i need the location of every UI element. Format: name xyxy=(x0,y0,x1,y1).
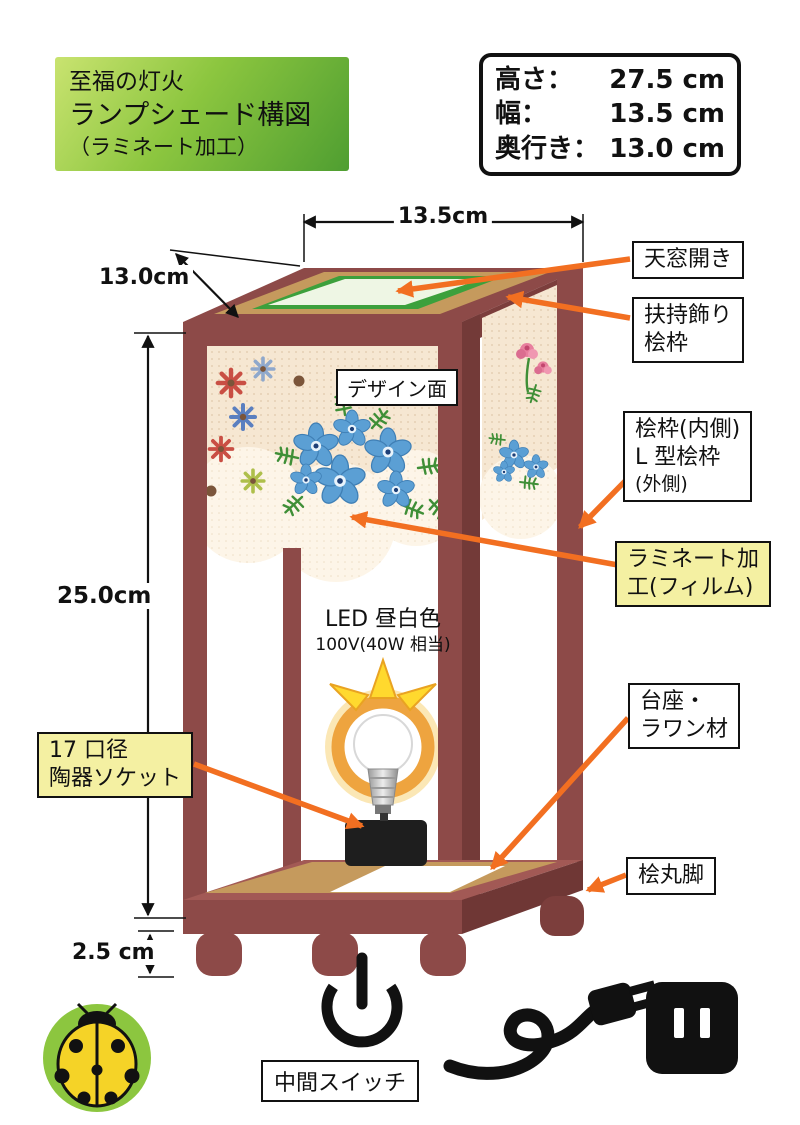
callout-laminate-line2: 工(フィルム) xyxy=(627,575,754,601)
callout-socket-line2: 陶器ソケット xyxy=(49,766,182,792)
led-spec-label: LED 昼白色 100V(40W 相当) xyxy=(315,606,450,656)
feet xyxy=(196,896,584,976)
spec-row-width: 幅： 13.5 cm xyxy=(495,97,725,131)
spec-value: 27.5 cm xyxy=(609,65,725,95)
callout-top-window: 天窓開き xyxy=(632,241,745,280)
callout-foot: 桧丸脚 xyxy=(626,857,717,896)
spec-row-height: 高さ： 27.5 cm xyxy=(495,63,725,97)
spec-value: 13.5 cm xyxy=(609,99,725,130)
callout-laminate: ラミネート加 工(フィルム) xyxy=(615,541,772,608)
flower-artwork xyxy=(205,343,552,523)
title-line1: 至福の灯火 xyxy=(69,69,184,95)
spec-label: 幅： xyxy=(495,99,548,130)
callout-laminate-line1: ラミネート加 xyxy=(627,547,760,572)
callout-arrows xyxy=(193,256,636,893)
callout-top-frame-line2: 桧枠 xyxy=(644,331,689,357)
callout-base-line1: 台座・ xyxy=(640,689,707,714)
callout-socket-line1: 17 口径 xyxy=(49,738,128,763)
lamp-illustration xyxy=(183,268,584,976)
callout-foot-label: 桧丸脚 xyxy=(638,863,705,888)
design-face-label: デザイン面 xyxy=(336,369,458,406)
spec-label: 高さ： xyxy=(495,65,574,95)
dimension-depth: 13.0cm xyxy=(95,265,194,290)
ceramic-socket xyxy=(345,820,427,866)
title-line3: （ラミネート加工） xyxy=(69,135,258,160)
ladybug-icon xyxy=(43,1002,151,1112)
dimension-foot-height: 2.5 cm xyxy=(68,940,159,965)
callout-base-line2: ラワン材 xyxy=(640,717,729,743)
frame-posts xyxy=(183,268,583,914)
dimension-body-height: 25.0cm xyxy=(53,583,156,609)
title-line2: ランプシェード構図 xyxy=(69,100,312,132)
led-spec-line2: 100V(40W 相当) xyxy=(315,634,451,655)
callout-top-window-label: 天窓開き xyxy=(644,247,733,272)
outlet-icon xyxy=(646,982,738,1074)
callout-base: 台座・ ラワン材 xyxy=(628,683,741,750)
base xyxy=(183,860,583,934)
callout-frame-line2: L 型桧枠 xyxy=(635,445,721,471)
switch-label: 中間スイッチ xyxy=(261,1060,420,1102)
title-box: 至福の灯火 ランプシェード構図 （ラミネート加工） xyxy=(55,57,349,172)
callout-frame-line1: 桧枠(内側) xyxy=(635,417,741,442)
light-rays xyxy=(329,656,437,712)
callout-top-frame: 扶持飾り 桧枠 xyxy=(632,297,745,364)
power-cable-icon xyxy=(443,980,660,1080)
callout-frame-line3: (外側) xyxy=(635,473,688,496)
led-spec-line1: LED 昼白色 xyxy=(324,607,442,632)
spec-label: 奥行き： xyxy=(495,133,600,164)
spec-box: 高さ： 27.5 cm 幅： 13.5 cm 奥行き： 13.0 cm xyxy=(479,53,741,176)
callout-socket: 17 口径 陶器ソケット xyxy=(37,732,194,799)
dimension-top-width: 13.5cm xyxy=(393,204,493,229)
spec-row-depth: 奥行き： 13.0 cm xyxy=(495,132,725,166)
spec-value: 13.0 cm xyxy=(609,133,725,164)
callout-top-frame-line1: 扶持飾り xyxy=(644,303,733,328)
callout-frame: 桧枠(内側) L 型桧枠 (外側) xyxy=(623,411,753,502)
led-bulb xyxy=(353,714,413,821)
side-design-panel xyxy=(479,285,563,539)
power-switch-icon xyxy=(321,952,403,1048)
